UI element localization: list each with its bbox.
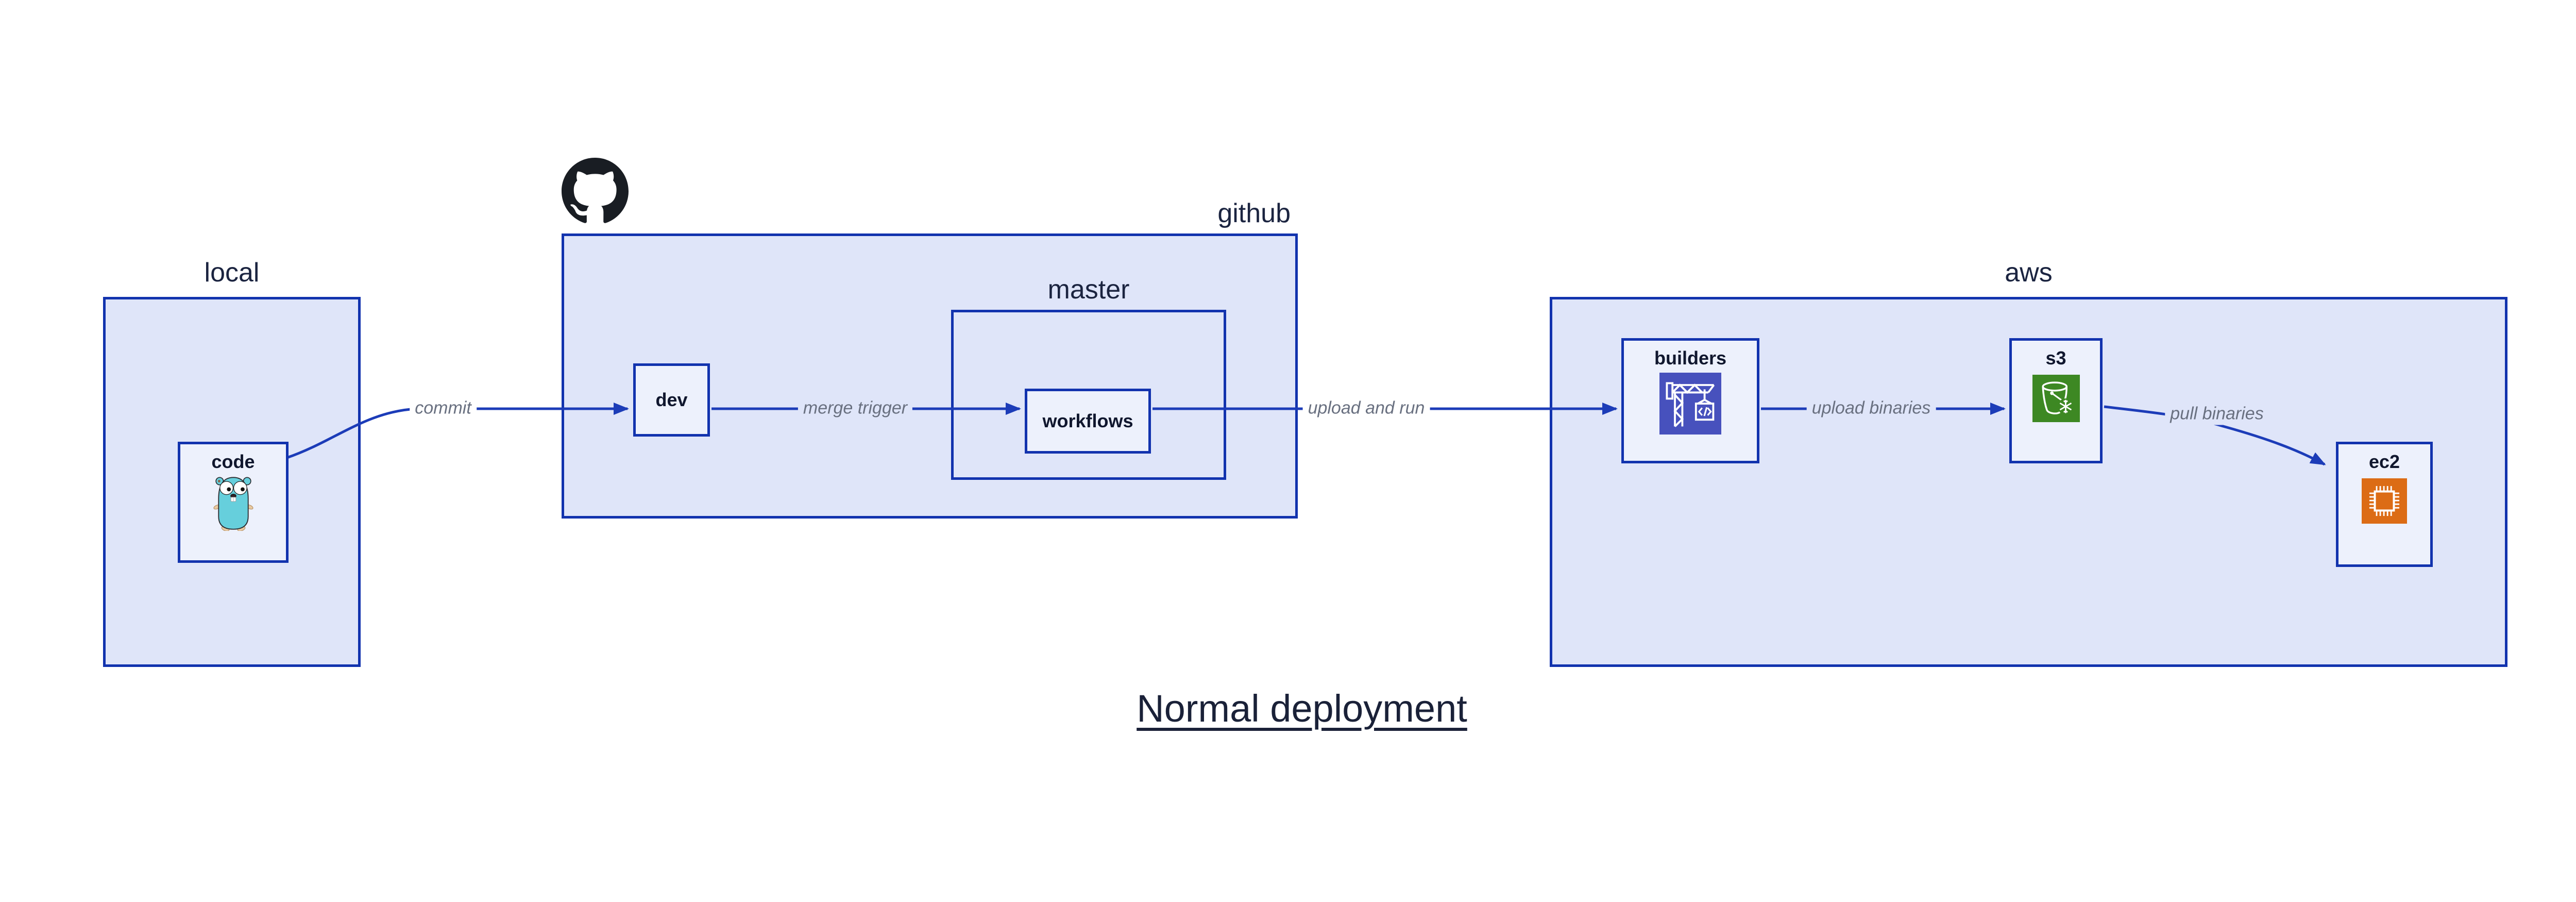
diagram-title: Normal deployment: [1137, 687, 1467, 730]
node-s3: s3: [2009, 338, 2103, 463]
node-s3-label: s3: [2045, 347, 2066, 369]
node-code: code: [178, 442, 289, 563]
ec2-chip-icon: [2362, 478, 2407, 524]
github-logo-icon: [562, 158, 629, 225]
node-code-label: code: [211, 451, 255, 472]
node-workflows: workflows: [1025, 389, 1151, 454]
edge-upload-binaries-label: upload binaries: [1806, 397, 1936, 420]
edge-pull-binaries-line: [2104, 405, 2326, 466]
node-builders: builders: [1621, 338, 1759, 463]
edge-merge-trigger-label: merge trigger: [798, 397, 913, 420]
node-workflows-label: workflows: [1042, 410, 1133, 431]
container-github-label: github: [1217, 198, 1291, 228]
edge-commit-label: commit: [410, 397, 477, 420]
edge-upload-and-run-label: upload and run: [1302, 397, 1430, 420]
node-builders-label: builders: [1654, 347, 1727, 369]
s3-bucket-snowflake-icon: [2032, 375, 2080, 422]
node-ec2: ec2: [2336, 442, 2433, 567]
container-master-label: master: [1047, 275, 1130, 305]
node-dev-label: dev: [655, 389, 688, 410]
node-dev: dev: [633, 363, 710, 437]
node-ec2-label: ec2: [2368, 451, 2400, 472]
container-local-label: local: [204, 258, 260, 288]
edge-commit-line: [286, 403, 629, 459]
edge-pull-binaries-label: pull binaries: [2165, 403, 2269, 425]
go-gopher-icon: [212, 475, 255, 531]
codebuild-crane-icon: [1659, 373, 1721, 435]
container-aws-label: aws: [2005, 258, 2053, 288]
